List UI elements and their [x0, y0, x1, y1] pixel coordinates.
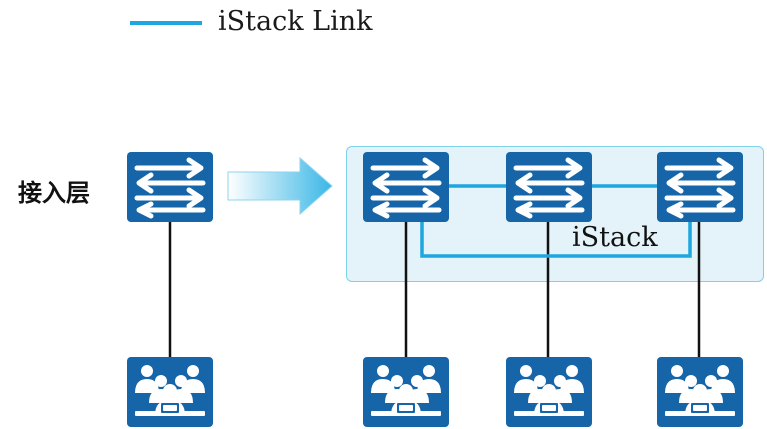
legend-label: iStack Link [218, 6, 373, 37]
switch-icon [127, 152, 213, 222]
user-group-icon [127, 357, 213, 427]
switch-icon [657, 152, 743, 222]
user-group-icon [506, 357, 592, 427]
user-group-icon [657, 357, 743, 427]
transition-arrow-icon [227, 156, 333, 216]
istack-links [420, 184, 692, 258]
user-group-icon [363, 357, 449, 427]
istack-label: iStack [572, 222, 658, 253]
access-layer-label: 接入层 [18, 179, 90, 207]
switch-icon [506, 152, 592, 222]
legend-line [130, 21, 202, 25]
switch-icon [363, 152, 449, 222]
